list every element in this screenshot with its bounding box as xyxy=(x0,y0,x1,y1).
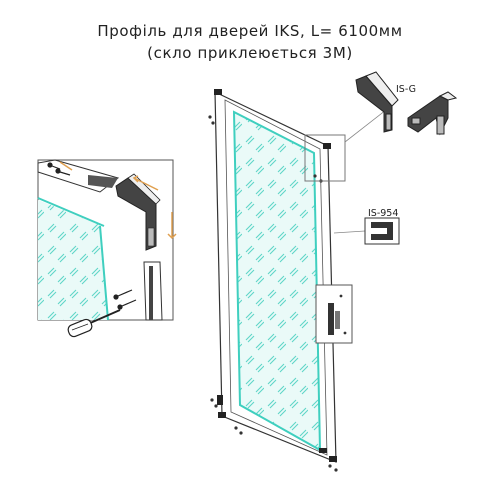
corner-profile-pieces xyxy=(355,71,458,136)
screw-icon xyxy=(47,162,137,310)
assembly-detail-inset xyxy=(37,159,177,338)
screwdriver-icon xyxy=(67,309,121,338)
diagram-subtitle: (скло приклеюється 3M) xyxy=(147,44,353,62)
corner-callout-box xyxy=(304,134,346,182)
diagram-title: Профіль для дверей IKS, L= 6100мм xyxy=(97,22,403,40)
door-frame xyxy=(208,89,338,472)
corner-profile-label: IS-G xyxy=(396,84,416,95)
arrow-icon xyxy=(59,161,177,240)
door-handle xyxy=(315,284,353,344)
door-profile-label: IS-954 xyxy=(368,208,398,219)
glass-panel xyxy=(232,110,322,452)
door-profile-section xyxy=(364,217,400,245)
screw-icon xyxy=(208,115,338,472)
